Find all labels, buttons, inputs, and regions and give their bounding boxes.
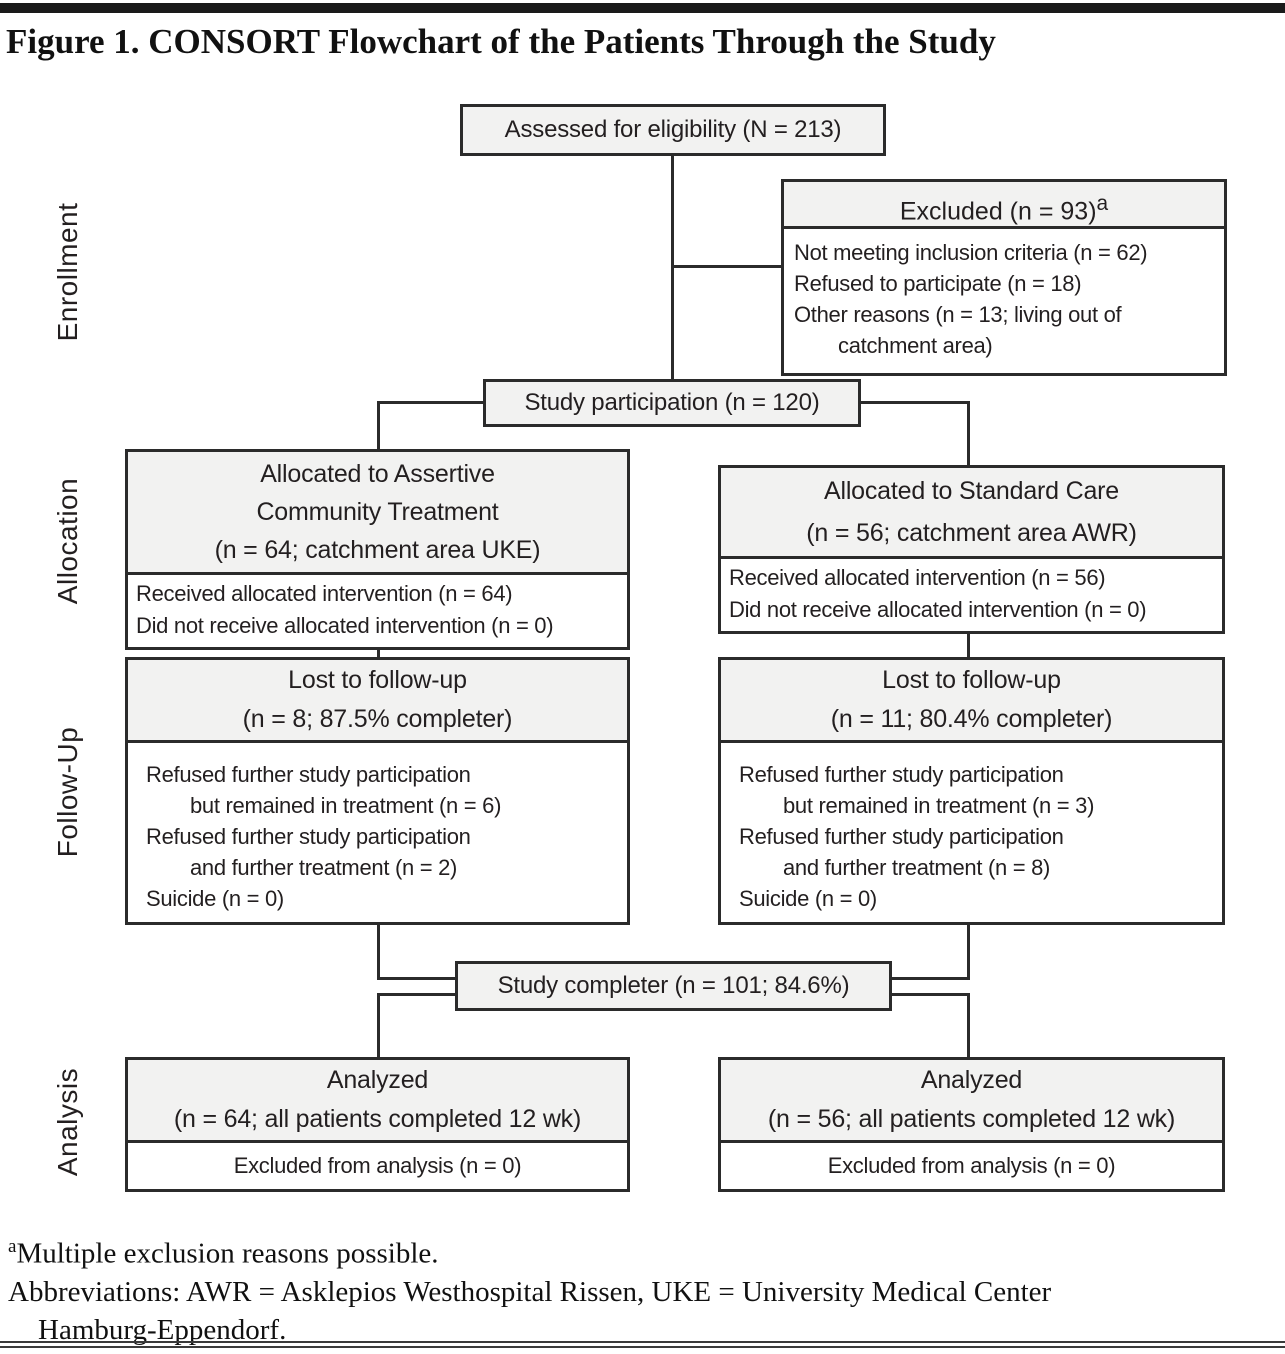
footnote-exclusion: aMultiple exclusion reasons possible. bbox=[8, 1228, 1278, 1273]
top-rule bbox=[0, 3, 1285, 13]
analyzed-act-box: Analyzed (n = 64; all patients completed… bbox=[125, 1057, 630, 1192]
allocation-act-body: Received allocated intervention (n = 64)… bbox=[128, 572, 627, 647]
follow-up-reason-continued: and further treatment (n = 8) bbox=[783, 855, 1051, 880]
follow-up-act-header: Lost to follow-up (n = 8; 87.5% complete… bbox=[128, 660, 627, 740]
follow-up-reason: Refused further study participation bbox=[146, 762, 471, 787]
flow-connector bbox=[377, 905, 380, 980]
allocation-detail: Did not receive allocated intervention (… bbox=[729, 597, 1147, 622]
analyzed-title: Analyzed bbox=[326, 1066, 429, 1094]
allocation-act-header: Allocated to Assertive Community Treatme… bbox=[128, 452, 627, 572]
excluded-reason-continued: catchment area) bbox=[838, 333, 993, 358]
allocation-sc-body: Received allocated intervention (n = 56)… bbox=[721, 556, 1222, 631]
excluded-footnote-marker: a bbox=[1096, 192, 1109, 215]
excluded-box-body: Not meeting inclusion criteria (n = 62) … bbox=[784, 226, 1224, 373]
allocation-detail: Did not receive allocated intervention (… bbox=[136, 613, 554, 638]
excluded-reason: Not meeting inclusion criteria (n = 62) bbox=[794, 240, 1148, 265]
excluded-header-text: Excluded (n = 93) bbox=[899, 197, 1097, 226]
allocation-detail: Received allocated intervention (n = 56) bbox=[729, 565, 1106, 590]
follow-up-reason-continued: and further treatment (n = 2) bbox=[190, 855, 458, 880]
flow-connector bbox=[377, 993, 380, 1061]
stage-label-analysis: Analysis bbox=[52, 1067, 83, 1177]
allocation-act-n: (n = 64; catchment area UKE) bbox=[214, 536, 541, 564]
footnote-abbreviations: Abbreviations: AWR = Asklepios Westhospi… bbox=[8, 1275, 1052, 1308]
bottom-rule bbox=[0, 1341, 1285, 1343]
excluded-reason: Refused to participate (n = 18) bbox=[794, 271, 1082, 296]
analyzed-title: Analyzed bbox=[920, 1066, 1023, 1094]
stage-label-follow-up: Follow-Up bbox=[52, 726, 83, 858]
follow-up-reason: Suicide (n = 0) bbox=[146, 886, 284, 911]
flow-connector bbox=[967, 401, 970, 469]
follow-up-reason-continued: but remained in treatment (n = 3) bbox=[783, 793, 1095, 818]
flow-connector bbox=[967, 905, 970, 980]
footnote-abbreviations-continued: Hamburg-Eppendorf. bbox=[38, 1313, 287, 1346]
allocation-standard-care-box: Allocated to Standard Care (n = 56; catc… bbox=[718, 465, 1225, 634]
flow-connector bbox=[858, 401, 970, 404]
figure-title: Figure 1. CONSORT Flowchart of the Patie… bbox=[6, 22, 996, 61]
analyzed-exclusion: Excluded from analysis (n = 0) bbox=[827, 1153, 1116, 1178]
follow-up-title: Lost to follow-up bbox=[288, 666, 467, 694]
allocation-act-box: Allocated to Assertive Community Treatme… bbox=[125, 449, 630, 650]
assessed-for-eligibility-box: Assessed for eligibility (N = 213) bbox=[460, 104, 886, 156]
analyzed-sc-box: Analyzed (n = 56; all patients completed… bbox=[718, 1057, 1225, 1192]
figure-footnotes: aMultiple exclusion reasons possible. Ab… bbox=[8, 1228, 1278, 1349]
follow-up-n: (n = 8; 87.5% completer) bbox=[242, 705, 513, 733]
flow-connector bbox=[377, 401, 380, 453]
flow-connector bbox=[377, 977, 459, 980]
follow-up-reason: Refused further study participation bbox=[146, 824, 471, 849]
flow-connector bbox=[377, 401, 486, 404]
footnote-marker: a bbox=[8, 1236, 17, 1257]
follow-up-n: (n = 11; 80.4% completer) bbox=[830, 705, 1113, 733]
allocation-sc-header: Allocated to Standard Care (n = 56; catc… bbox=[721, 468, 1222, 556]
flow-connector bbox=[967, 993, 970, 1061]
follow-up-act-body: Refused further study participation but … bbox=[128, 740, 627, 922]
flow-connector bbox=[377, 993, 459, 996]
stage-label-allocation: Allocation bbox=[52, 477, 83, 605]
follow-up-sc-box: Lost to follow-up (n = 11; 80.4% complet… bbox=[718, 657, 1225, 925]
footnote-text: Multiple exclusion reasons possible. bbox=[16, 1237, 439, 1270]
allocation-act-title: Allocated to Assertive bbox=[260, 460, 495, 488]
flow-connector bbox=[888, 993, 970, 996]
excluded-reason: Other reasons (n = 13; living out of bbox=[794, 302, 1122, 327]
follow-up-title: Lost to follow-up bbox=[882, 666, 1061, 694]
allocation-detail: Received allocated intervention (n = 64) bbox=[136, 581, 513, 606]
follow-up-sc-header: Lost to follow-up (n = 11; 80.4% complet… bbox=[721, 660, 1222, 740]
allocation-sc-title: Allocated to Standard Care bbox=[824, 477, 1119, 505]
analyzed-act-body: Excluded from analysis (n = 0) bbox=[128, 1140, 627, 1189]
stage-label-enrollment: Enrollment bbox=[52, 202, 83, 342]
follow-up-reason: Refused further study participation bbox=[739, 824, 1064, 849]
bottom-rule bbox=[0, 1346, 1285, 1348]
analyzed-act-header: Analyzed (n = 64; all patients completed… bbox=[128, 1060, 627, 1140]
analyzed-n: (n = 64; all patients completed 12 wk) bbox=[173, 1105, 582, 1133]
follow-up-reason: Refused further study participation bbox=[739, 762, 1064, 787]
excluded-box-header: Excluded (n = 93)a bbox=[784, 182, 1224, 226]
flow-connector bbox=[967, 616, 970, 662]
allocation-act-title: Community Treatment bbox=[256, 498, 499, 526]
allocation-sc-n: (n = 56; catchment area AWR) bbox=[806, 519, 1137, 547]
follow-up-act-box: Lost to follow-up (n = 8; 87.5% complete… bbox=[125, 657, 630, 925]
analyzed-sc-header: Analyzed (n = 56; all patients completed… bbox=[721, 1060, 1222, 1140]
study-participation-box: Study participation (n = 120) bbox=[483, 379, 861, 427]
analyzed-exclusion: Excluded from analysis (n = 0) bbox=[233, 1153, 522, 1178]
follow-up-reason: Suicide (n = 0) bbox=[739, 886, 877, 911]
flow-connector bbox=[671, 265, 784, 268]
follow-up-sc-body: Refused further study participation but … bbox=[721, 740, 1222, 922]
flow-connector bbox=[888, 977, 970, 980]
analyzed-n: (n = 56; all patients completed 12 wk) bbox=[767, 1105, 1176, 1133]
flow-connector bbox=[671, 154, 674, 382]
follow-up-reason-continued: but remained in treatment (n = 6) bbox=[190, 793, 502, 818]
study-completer-box: Study completer (n = 101; 84.6%) bbox=[455, 961, 892, 1011]
analyzed-sc-body: Excluded from analysis (n = 0) bbox=[721, 1140, 1222, 1189]
